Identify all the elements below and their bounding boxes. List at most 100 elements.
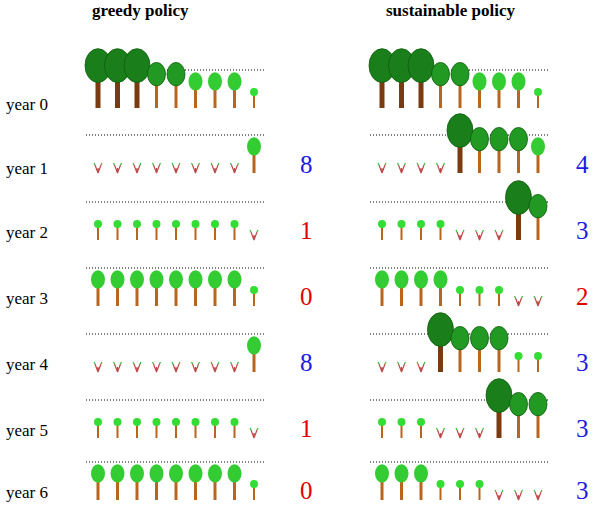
sprout-leaf: [417, 163, 425, 165]
tree-crown: [534, 352, 542, 360]
tree-trunk: [97, 226, 99, 240]
tree-trunk: [253, 486, 255, 500]
tree-crown: [398, 220, 406, 228]
height-line: [370, 462, 548, 463]
sprout: [516, 492, 522, 500]
tree-trunk: [195, 226, 197, 240]
tree-crown: [471, 127, 489, 150]
tree-crown: [133, 220, 141, 228]
tree-crown: [124, 49, 150, 83]
harvest-number: 2: [576, 284, 589, 309]
tree-crown: [395, 464, 409, 482]
sprout-leaf: [456, 230, 464, 232]
sprout: [173, 165, 179, 173]
tree-trunk: [156, 424, 158, 438]
sprout-leaf: [250, 428, 258, 430]
sprout: [115, 364, 121, 372]
sprout-leaf: [534, 490, 542, 492]
sprout-leaf: [250, 230, 258, 232]
harvest-number: 1: [300, 218, 313, 243]
sprout: [438, 430, 444, 438]
harvest-number: 3: [576, 218, 589, 243]
sprout-leaf: [437, 428, 445, 430]
tree-crown: [531, 137, 545, 155]
sprout: [477, 232, 483, 240]
sprout-leaf: [515, 490, 523, 492]
sprout: [379, 165, 385, 173]
tree-crown: [529, 194, 547, 217]
tree-crown: [91, 464, 105, 482]
sprout-leaf: [437, 163, 445, 165]
tree-trunk: [440, 226, 442, 240]
sprout: [535, 298, 541, 306]
tree-crown: [94, 418, 102, 426]
tree-crown: [130, 270, 144, 288]
tree-crown: [192, 418, 200, 426]
sprout-leaf: [378, 163, 386, 165]
tree-crown: [456, 480, 464, 488]
sprout: [134, 364, 140, 372]
tree-crown: [447, 114, 473, 148]
sprout-leaf: [476, 230, 484, 232]
tree-trunk: [440, 486, 442, 500]
tree-crown: [133, 418, 141, 426]
tree-trunk: [401, 424, 403, 438]
tree-trunk: [253, 292, 255, 306]
tree-trunk: [381, 424, 383, 438]
year-label: year 1: [6, 160, 48, 177]
tree-crown: [114, 220, 122, 228]
tree-trunk: [214, 226, 216, 240]
tree-crown: [111, 270, 125, 288]
sprout: [399, 364, 405, 372]
harvest-number: 0: [300, 478, 313, 503]
tree-crown: [417, 220, 425, 228]
tree-crown: [437, 220, 445, 228]
sprout-leaf: [172, 163, 180, 165]
height-line: [86, 462, 264, 463]
harvest-number: 8: [300, 350, 313, 375]
sprout: [457, 232, 463, 240]
tree-crown: [486, 379, 512, 413]
tree-crown: [375, 270, 389, 288]
sprout-leaf: [211, 362, 219, 364]
tree-trunk: [381, 226, 383, 240]
column-heading: sustainable policy: [386, 2, 515, 19]
sprout-leaf: [172, 362, 180, 364]
sprout: [379, 364, 385, 372]
tree-crown: [247, 137, 261, 155]
sprout: [134, 165, 140, 173]
tree-crown: [398, 418, 406, 426]
tree-crown: [148, 62, 166, 85]
height-line: [86, 268, 264, 269]
harvest-number: 0: [300, 284, 313, 309]
tree-trunk: [498, 292, 500, 306]
column-heading: greedy policy: [92, 2, 188, 19]
tree-trunk: [97, 424, 99, 438]
tree-trunk: [234, 226, 236, 240]
tree-crown: [428, 313, 454, 347]
tree-crown: [476, 286, 484, 294]
tree-crown: [395, 270, 409, 288]
sprout-leaf: [114, 362, 122, 364]
sprout: [212, 165, 218, 173]
tree-crown: [250, 88, 258, 96]
tree-crown: [490, 127, 508, 150]
sprout: [212, 364, 218, 372]
sprout-leaf: [495, 230, 503, 232]
tree-crown: [512, 72, 526, 90]
year-label: year 6: [6, 484, 48, 501]
tree-trunk: [175, 226, 177, 240]
tree-crown: [172, 220, 180, 228]
harvest-number: 3: [576, 350, 589, 375]
tree-crown: [473, 72, 487, 90]
tree-crown: [456, 286, 464, 294]
sprout: [418, 364, 424, 372]
tree-crown: [167, 62, 185, 85]
sprout-leaf: [378, 362, 386, 364]
tree-crown: [211, 418, 219, 426]
sprout-leaf: [231, 362, 239, 364]
tree-trunk: [117, 424, 119, 438]
tree-crown: [414, 464, 428, 482]
sprout-leaf: [398, 362, 406, 364]
